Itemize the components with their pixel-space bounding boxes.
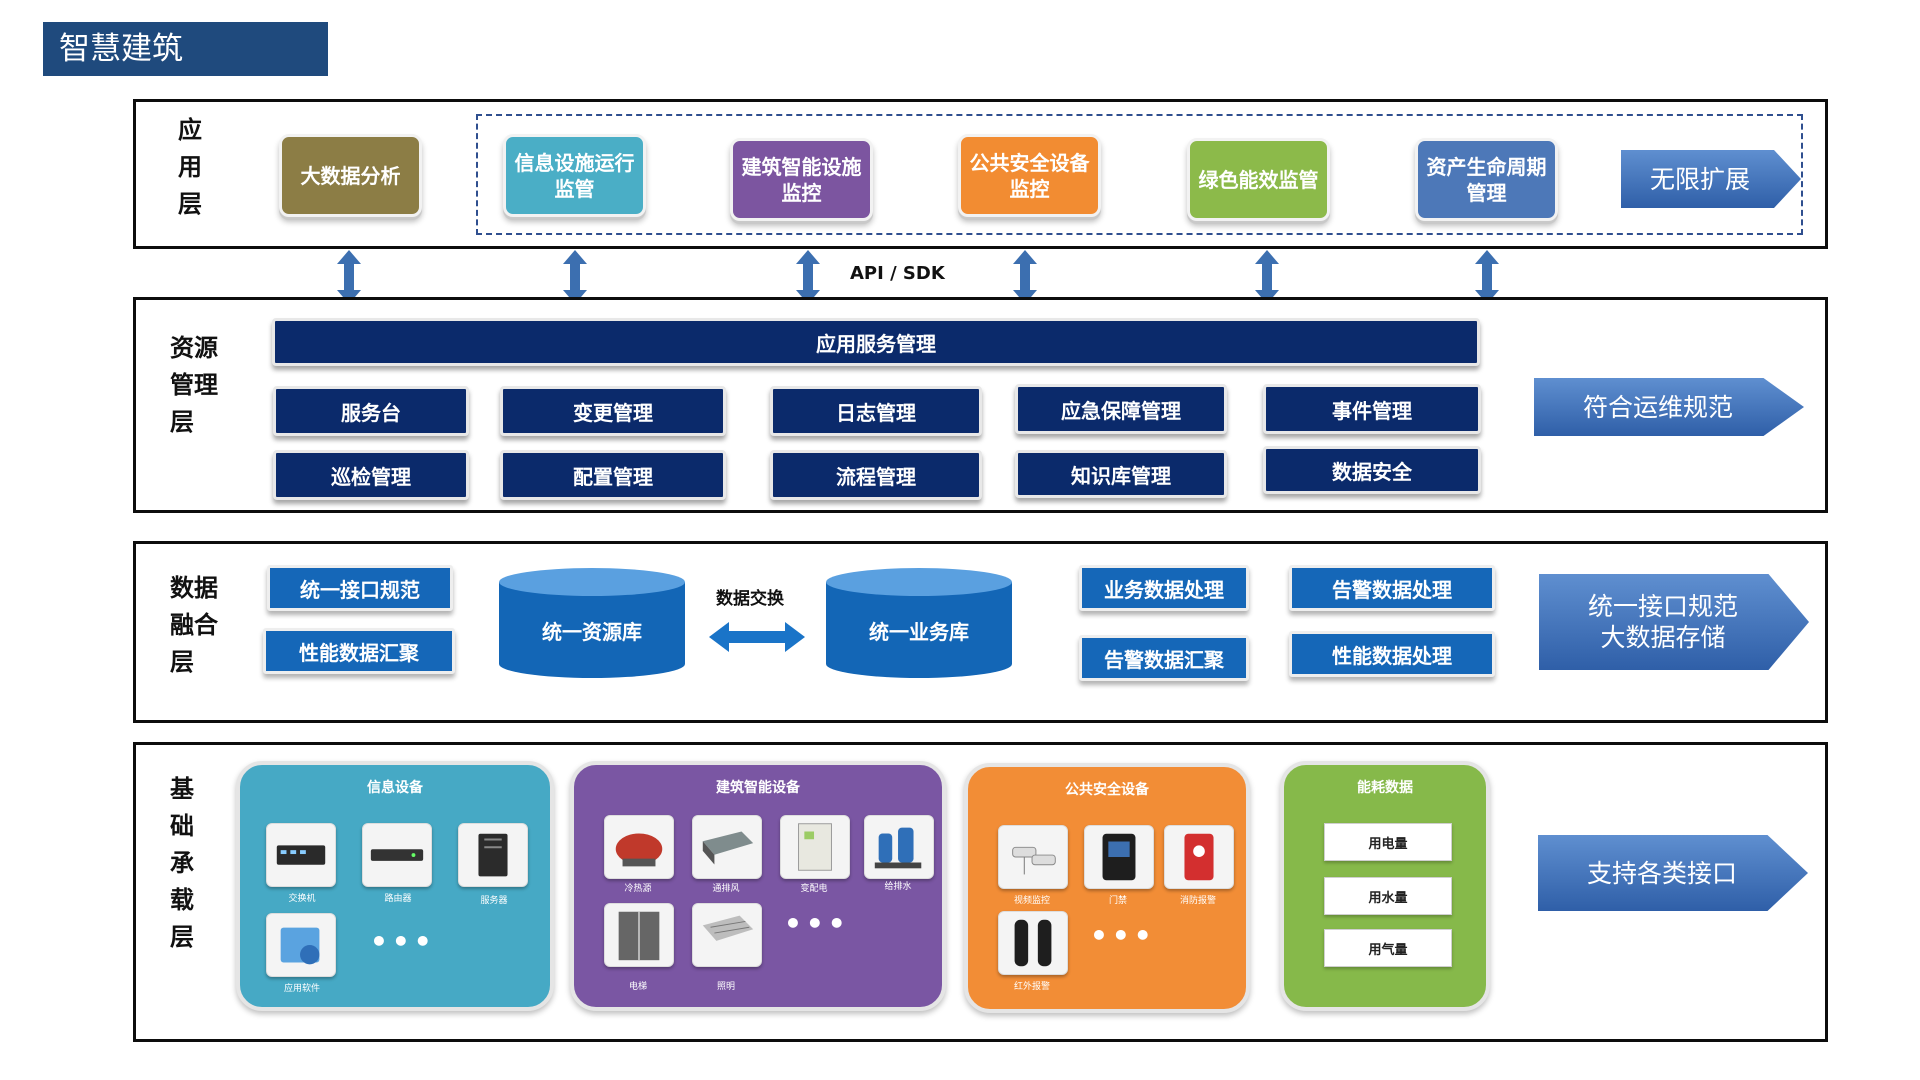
interface-support-arrow: 支持各类接口 <box>1538 835 1808 911</box>
data-fusion-layer: 数据 融合 层 统一接口规范 性能数据汇聚 统一资源库 数据交换 统一业务库 业… <box>133 541 1828 723</box>
group-energy-data: 能耗数据 用电量 用水量 用气量 <box>1280 761 1490 1011</box>
module-public-safety-monitoring[interactable]: 公共安全设备监控 <box>958 134 1101 217</box>
module-info-facility-supervision[interactable]: 信息设施运行监管 <box>503 134 646 217</box>
api-arrow-2 <box>563 250 587 304</box>
power-distribution-label: 变配电 <box>800 884 828 894</box>
service-desk[interactable]: 服务台 <box>273 386 469 436</box>
application-layer: 应 用 层 大数据分析 信息设施运行监管 建筑智能设施监控 公共安全设备监控 绿… <box>133 99 1828 249</box>
application-software-icon <box>266 913 336 977</box>
hvac-source-label: 冷热源 <box>624 884 652 894</box>
group-info-devices-title: 信息设备 <box>367 780 423 796</box>
module-big-data-analysis[interactable]: 大数据分析 <box>279 134 422 217</box>
api-arrow-3 <box>796 250 820 304</box>
water-usage[interactable]: 用水量 <box>1324 877 1452 915</box>
api-arrow-6 <box>1475 250 1499 304</box>
application-layer-label: 应 用 层 <box>178 116 202 218</box>
alarm-data-aggregation[interactable]: 告警数据汇聚 <box>1079 635 1249 681</box>
elevator-icon <box>604 903 674 967</box>
water-supply-icon <box>864 815 934 879</box>
infrared-alarm-label: 红外报警 <box>1013 982 1050 992</box>
more-safety-devices: ••• <box>1090 919 1156 952</box>
change-management[interactable]: 变更管理 <box>500 386 726 436</box>
fire-alarm-icon <box>1164 825 1234 889</box>
unified-resource-db-label: 统一资源库 <box>542 620 642 644</box>
emergency-management[interactable]: 应急保障管理 <box>1015 384 1227 434</box>
video-surveillance-icon <box>998 825 1068 889</box>
video-surveillance-label: 视频监控 <box>1013 896 1050 906</box>
group-public-safety: 公共安全设备 视频监控 门禁 消防报警 红外报警 ••• <box>964 763 1250 1013</box>
data-layer-label: 数据 融合 层 <box>170 574 218 676</box>
fire-alarm-label: 消防报警 <box>1179 896 1216 906</box>
gas-usage[interactable]: 用气量 <box>1324 929 1452 967</box>
api-sdk-label: API / SDK <box>850 263 945 284</box>
infrared-alarm-icon <box>998 911 1068 975</box>
ops-standard-arrow: 符合运维规范 <box>1534 378 1804 436</box>
unlimited-extension-arrow: 无限扩展 <box>1621 150 1801 208</box>
api-arrow-5 <box>1255 250 1279 304</box>
unified-interface-spec[interactable]: 统一接口规范 <box>267 565 453 611</box>
server-label: 服务器 <box>480 896 508 906</box>
knowledge-base-management[interactable]: 知识库管理 <box>1015 450 1227 498</box>
performance-data-aggregation[interactable]: 性能数据汇聚 <box>263 628 455 674</box>
unified-business-db-label: 统一业务库 <box>869 620 969 644</box>
alarm-data-processing[interactable]: 告警数据处理 <box>1289 565 1495 611</box>
group-info-devices: 信息设备 交换机 路由器 服务器 应用软件 ••• <box>236 761 554 1011</box>
inspection-management[interactable]: 巡检管理 <box>273 450 469 500</box>
data-security[interactable]: 数据安全 <box>1263 446 1481 494</box>
power-distribution-icon <box>780 815 850 879</box>
resource-layer-label: 资源 管理 层 <box>170 334 218 436</box>
log-management[interactable]: 日志管理 <box>770 386 982 436</box>
group-building-intelligence-title: 建筑智能设备 <box>716 780 800 796</box>
lighting-label: 照明 <box>716 982 735 992</box>
server-icon <box>458 823 528 887</box>
more-info-devices: ••• <box>370 925 436 958</box>
unified-resource-db[interactable] <box>499 568 685 678</box>
group-energy-data-title: 能耗数据 <box>1357 780 1413 796</box>
ventilation-label: 通排风 <box>712 884 740 894</box>
process-management[interactable]: 流程管理 <box>770 450 982 500</box>
performance-data-processing[interactable]: 性能数据处理 <box>1289 631 1495 677</box>
hvac-source-icon <box>604 815 674 879</box>
electricity-usage[interactable]: 用电量 <box>1324 823 1452 861</box>
base-bearing-layer: 基 础 承 载 层 信息设备 交换机 路由器 服务器 应用软件 ••• 建筑智能… <box>133 742 1828 1042</box>
module-asset-lifecycle[interactable]: 资产生命周期管理 <box>1415 138 1558 221</box>
app-service-management-bar[interactable]: 应用服务管理 <box>272 318 1480 366</box>
group-building-intelligence: 建筑智能设备 冷热源 通排风 变配电 给排水 电梯 照明 ••• <box>570 761 946 1011</box>
router-icon <box>362 823 432 887</box>
resource-management-layer: 资源 管理 层 应用服务管理 服务台 变更管理 日志管理 应急保障管理 事件管理… <box>133 297 1828 513</box>
big-data-storage-arrow: 统一接口规范 大数据存储 <box>1539 574 1809 670</box>
api-arrow-4 <box>1013 250 1037 304</box>
ventilation-icon <box>692 815 762 879</box>
api-arrow-1 <box>337 250 361 304</box>
page-title: 智慧建筑 <box>43 22 328 76</box>
elevator-label: 电梯 <box>628 982 647 992</box>
router-label: 路由器 <box>384 894 412 904</box>
configuration-management[interactable]: 配置管理 <box>500 450 726 500</box>
water-supply-label: 给排水 <box>884 882 912 892</box>
more-building-devices: ••• <box>784 907 850 940</box>
switch-icon <box>266 823 336 887</box>
module-building-intelligence-monitoring[interactable]: 建筑智能设施监控 <box>730 138 873 221</box>
group-public-safety-title: 公共安全设备 <box>1065 782 1149 798</box>
business-data-processing[interactable]: 业务数据处理 <box>1079 565 1249 611</box>
base-layer-label: 基 础 承 载 层 <box>170 775 194 951</box>
data-exchange-arrow <box>709 622 805 652</box>
switch-label: 交换机 <box>288 894 316 904</box>
extensible-modules-frame <box>476 114 1803 235</box>
incident-management[interactable]: 事件管理 <box>1263 384 1481 434</box>
data-exchange-label: 数据交换 <box>716 589 784 609</box>
access-control-label: 门禁 <box>1108 896 1127 906</box>
unified-business-db[interactable] <box>826 568 1012 678</box>
lighting-icon <box>692 903 762 967</box>
application-software-label: 应用软件 <box>283 984 320 994</box>
module-green-energy-supervision[interactable]: 绿色能效监管 <box>1187 138 1330 221</box>
access-control-icon <box>1084 825 1154 889</box>
